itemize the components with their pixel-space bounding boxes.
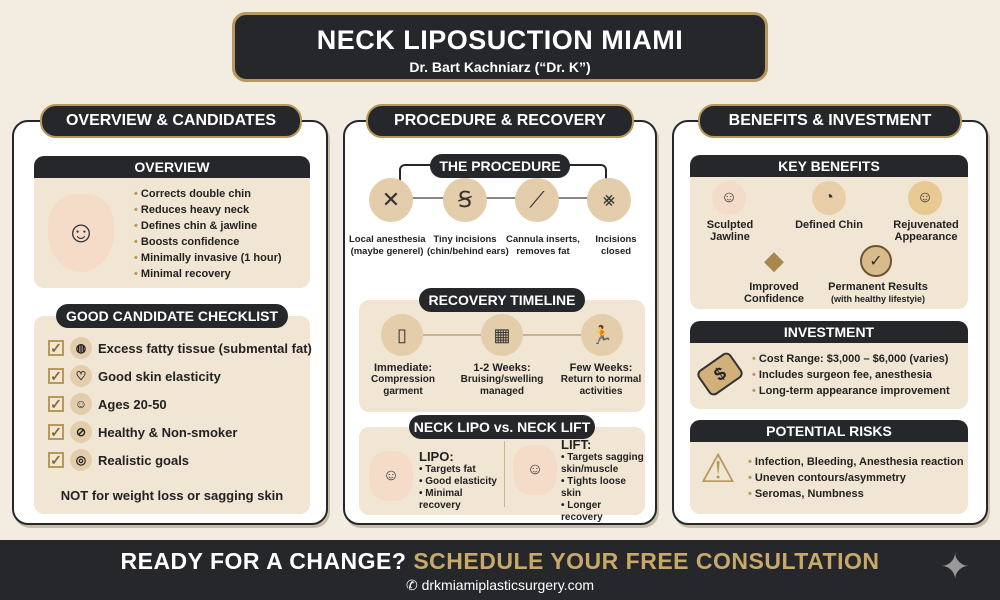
woman-face-icon: ☺ <box>908 181 942 215</box>
no-smoking-icon: ⊘ <box>70 421 92 443</box>
calendar-icon: ▦ <box>481 314 523 356</box>
seal-check-icon: ✓ <box>860 245 892 277</box>
procedure-step: Cannula inserts,removes fat <box>506 234 580 257</box>
recovery-step: Few Weeks:Return to normal activities <box>560 362 642 397</box>
checklist-note: NOT for weight loss or sagging skin <box>60 488 284 503</box>
risks-list: Infection, Bleeding, Anesthesia reaction… <box>748 454 964 502</box>
diamond-icon: ◆ <box>764 245 784 275</box>
stitches-icon: ⨳ <box>587 178 631 222</box>
comparison-header: NECK LIPO vs. NECK LIFT <box>409 415 595 439</box>
checklist-item: ✓◎Realistic goals <box>48 446 312 474</box>
face-neck-icon: ☺ <box>48 194 114 272</box>
overview-list: Corrects double chin Reduces heavy neck … <box>134 186 282 282</box>
title-banner: NECK LIPOSUCTION MIAMI Dr. Bart Kachniar… <box>232 12 768 82</box>
neck-lift-icon: ☺ <box>513 445 557 495</box>
syringe-icon: ✕ <box>369 178 413 222</box>
investment-panel: $ Cost Range: $3,000 – $6,000 (varies) I… <box>690 343 968 409</box>
checklist-item: ✓♡Good skin elasticity <box>48 362 312 390</box>
section-header-overview: OVERVIEW & CANDIDATES <box>40 104 302 138</box>
procedure-card: THE PROCEDURE ✕ Ꞩ ⟋ ⨳ Local anesthesia(m… <box>343 120 657 525</box>
footer-cta: READY FOR A CHANGE? SCHEDULE YOUR FREE C… <box>0 540 1000 600</box>
page-title: NECK LIPOSUCTION MIAMI <box>316 25 684 55</box>
hand-heart-icon: ♡ <box>70 365 92 387</box>
risks-panel: ⚠ Infection, Bleeding, Anesthesia reacti… <box>690 442 968 514</box>
investment-header: INVESTMENT <box>690 321 968 343</box>
checklist-item: ✓☺Ages 20-50 <box>48 390 312 418</box>
checklist-item: ✓◍Excess fatty tissue (submental fat) <box>48 334 312 362</box>
jawline-icon: ☺ <box>712 181 746 215</box>
risks-header: POTENTIAL RISKS <box>690 420 968 442</box>
comparison-panel: ☺ LIPO: • Targets fat • Good elasticity … <box>359 427 645 523</box>
overview-item: Corrects double chin <box>134 186 282 202</box>
section-header-benefits: BENEFITS & INVESTMENT <box>698 104 962 138</box>
recovery-step: 1-2 Weeks:Bruising/swelling managed <box>460 362 544 397</box>
checkbox-checked-icon: ✓ <box>48 452 64 468</box>
checkbox-checked-icon: ✓ <box>48 424 64 440</box>
procedure-header: THE PROCEDURE <box>430 154 570 178</box>
cta-text: READY FOR A CHANGE? SCHEDULE YOUR FREE C… <box>120 548 880 574</box>
investment-item: Cost Range: $3,000 – $6,000 (varies) <box>752 351 950 367</box>
phone-icon: ✆ <box>405 577 418 593</box>
investment-list: Cost Range: $3,000 – $6,000 (varies) Inc… <box>752 351 950 399</box>
sparkle-icon: ✦ <box>940 546 971 587</box>
price-tag-icon: $ <box>695 350 745 398</box>
neck-lipo-icon: ☺ <box>369 451 413 501</box>
flow-line <box>399 197 607 199</box>
checkbox-checked-icon: ✓ <box>48 396 64 412</box>
overview-item: Minimal recovery <box>134 266 282 282</box>
overview-item: Boosts confidence <box>134 234 282 250</box>
divider <box>504 441 505 507</box>
risk-item: Infection, Bleeding, Anesthesia reaction <box>748 454 964 470</box>
fat-icon: ◍ <box>70 337 92 359</box>
risk-item: Seromas, Numbness <box>748 486 964 502</box>
recovery-step: Immediate:Compression garment <box>371 362 435 397</box>
overview-item: Minimally invasive (1 hour) <box>134 250 282 266</box>
running-person-icon: 🏃 <box>581 314 623 356</box>
investment-item: Long-term appearance improvement <box>752 383 950 399</box>
lipo-column: LIPO: • Targets fat • Good elasticity • … <box>419 449 497 511</box>
head-profile-icon: ◔ <box>812 181 846 215</box>
section-header-procedure: PROCEDURE & RECOVERY <box>366 104 634 138</box>
investment-item: Includes surgeon fee, anesthesia <box>752 367 950 383</box>
target-icon: ◎ <box>70 449 92 471</box>
warning-icon: ⚠ <box>700 447 736 491</box>
garment-icon: ▯ <box>381 314 423 356</box>
checkbox-checked-icon: ✓ <box>48 368 64 384</box>
overview-header: OVERVIEW <box>34 156 310 178</box>
overview-item: Reduces heavy neck <box>134 202 282 218</box>
website-link[interactable]: ✆ drkmiamiplasticsurgery.com <box>405 577 595 593</box>
overview-item: Defines chin & jawline <box>134 218 282 234</box>
checklist-header: GOOD CANDIDATE CHECKLIST <box>56 304 288 328</box>
benefit-item: Permanent Results(with healthy lifestyie… <box>828 281 928 304</box>
overview-card: OVERVIEW ☺ Corrects double chin Reduces … <box>12 120 328 525</box>
recovery-panel: ▯ ▦ 🏃 Immediate:Compression garment 1-2 … <box>359 300 645 412</box>
cannula-icon: ⟋ <box>515 178 559 222</box>
procedure-step: Local anesthesia(maybe generel) <box>349 234 426 257</box>
person-icon: ☺ <box>70 393 92 415</box>
ear-icon: Ꞩ <box>443 178 487 222</box>
checklist: ✓◍Excess fatty tissue (submental fat) ✓♡… <box>48 334 312 474</box>
overview-panel: ☺ Corrects double chin Reduces heavy nec… <box>34 178 310 288</box>
risk-item: Uneven contours/asymmetry <box>748 470 964 486</box>
page-subtitle: Dr. Bart Kachniarz (“Dr. K”) <box>409 59 591 75</box>
procedure-step: Tiny incisions(chin/behind ears) <box>427 234 509 257</box>
checkbox-checked-icon: ✓ <box>48 340 64 356</box>
recovery-header: RECOVERY TIMELINE <box>419 288 585 312</box>
benefit-item: Defined Chin <box>795 219 863 231</box>
benefits-header: KEY BENEFITS <box>690 155 968 177</box>
lift-column: LIFT: • Targets sagging skin/muscle • Ti… <box>561 437 644 523</box>
checklist-item: ✓⊘Healthy & Non-smoker <box>48 418 312 446</box>
